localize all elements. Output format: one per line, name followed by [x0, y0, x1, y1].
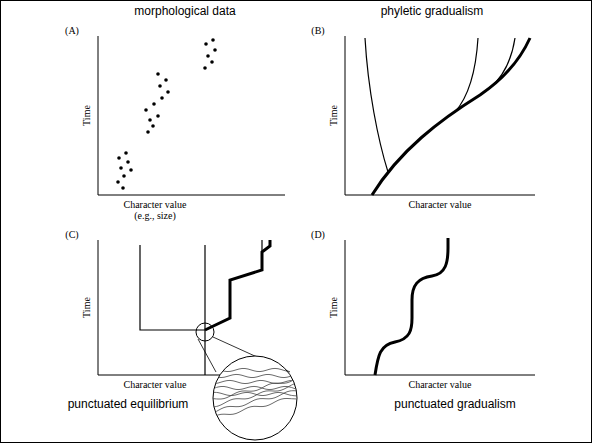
wave-line	[212, 398, 296, 417]
data-point	[156, 114, 160, 118]
panel-letter: (C)	[65, 229, 78, 240]
axis-label: Time	[80, 297, 91, 318]
data-point	[204, 42, 208, 46]
panel-letter: (B)	[311, 25, 324, 36]
stepped-curve	[375, 238, 448, 375]
data-point	[116, 180, 120, 184]
punctuated-tree	[140, 240, 270, 375]
axes-b	[345, 36, 535, 195]
data-point	[203, 66, 207, 70]
panel-title: punctuated equilibrium	[68, 398, 189, 411]
data-point	[122, 174, 126, 178]
axis-label: Character value (e.g., size)	[116, 199, 194, 221]
panel-title: phyletic gradualism	[381, 5, 484, 18]
magnifier-leader	[198, 339, 216, 372]
magnifier-spot	[196, 323, 214, 341]
data-point	[158, 84, 162, 88]
axes-a	[98, 36, 285, 195]
data-point	[148, 118, 152, 122]
panel-title: morphological data	[134, 5, 235, 18]
gradual-tree	[365, 38, 530, 195]
axis-label: Time	[80, 105, 91, 126]
wave-line	[212, 392, 296, 395]
axis-label: Time	[327, 297, 338, 318]
data-point	[117, 156, 121, 160]
data-point	[160, 96, 164, 100]
axes-d	[345, 240, 535, 375]
axis-label: Character value	[408, 379, 471, 390]
axis-label: Character value	[408, 199, 471, 210]
data-point	[156, 72, 160, 76]
axes-c	[98, 240, 285, 375]
panel-letter: (A)	[65, 25, 79, 36]
data-point	[146, 130, 150, 134]
axis-label: Character value	[123, 379, 186, 390]
data-point	[126, 160, 130, 164]
data-points	[116, 38, 217, 190]
wave-line	[212, 368, 296, 372]
data-point	[144, 108, 148, 112]
population-waves	[212, 368, 296, 418]
axis-label: Time	[327, 105, 338, 126]
data-point	[166, 90, 170, 94]
data-point	[213, 48, 217, 52]
panel-letter: (D)	[311, 229, 325, 240]
data-point	[124, 151, 128, 155]
data-point	[129, 168, 133, 172]
magnifier-circle	[213, 356, 297, 440]
data-point	[211, 38, 215, 42]
data-point	[119, 166, 123, 170]
data-point	[121, 186, 125, 190]
data-point	[210, 60, 214, 64]
data-point	[206, 54, 210, 58]
data-point	[164, 78, 168, 82]
wave-line	[212, 391, 296, 414]
data-point	[152, 102, 156, 106]
data-point	[151, 124, 155, 128]
wave-line	[212, 374, 296, 377]
wave-line	[212, 383, 296, 407]
panel-title: punctuated gradualism	[394, 398, 515, 411]
